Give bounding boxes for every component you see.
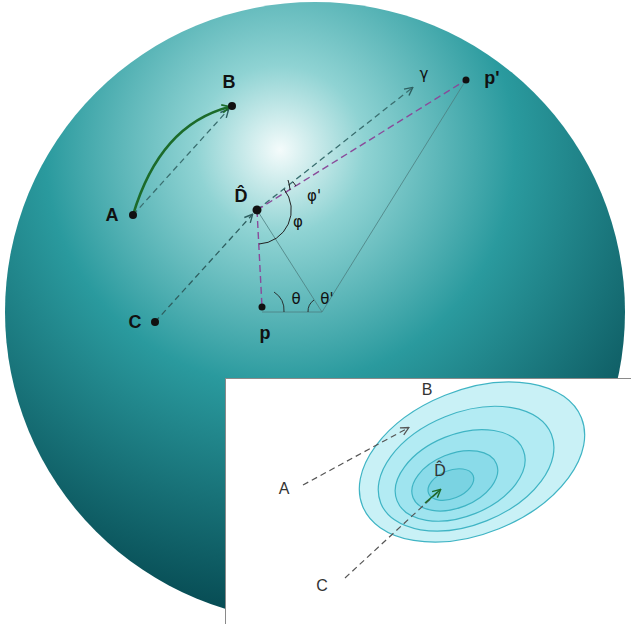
point-label: p' [484,69,499,87]
inset-arrow [303,428,408,485]
gamma-arrow [257,88,412,210]
theta-arc [274,292,284,312]
point-label: B [223,73,236,91]
point-label: D̂ [235,187,248,205]
angle-label: φ' [307,189,321,204]
angle-label: φ [293,215,303,230]
inset-arrow-head [425,490,440,503]
theta-prime-arc [308,300,314,312]
tangent-arrow [133,110,228,215]
point-label: p [260,324,271,342]
angle-label: θ' [320,292,333,307]
point-label: C [129,313,142,331]
phi-prime-arc [293,182,296,186]
axis-label: γ [420,67,429,82]
inset-label: C [316,578,328,594]
inset-label: D̂ [434,463,446,479]
confidence-ellipses [336,351,609,573]
transport-arrow [155,215,252,322]
points [129,77,470,327]
point-label: A [106,206,119,224]
geodesic-curve [133,107,229,215]
inset-label: A [279,481,290,497]
inset-label: B [422,382,433,398]
inset-arrow [345,492,438,578]
construction-lines [257,80,466,312]
angle-label: θ [291,292,300,307]
phi-arc [259,189,291,244]
projection-lines [257,80,466,307]
